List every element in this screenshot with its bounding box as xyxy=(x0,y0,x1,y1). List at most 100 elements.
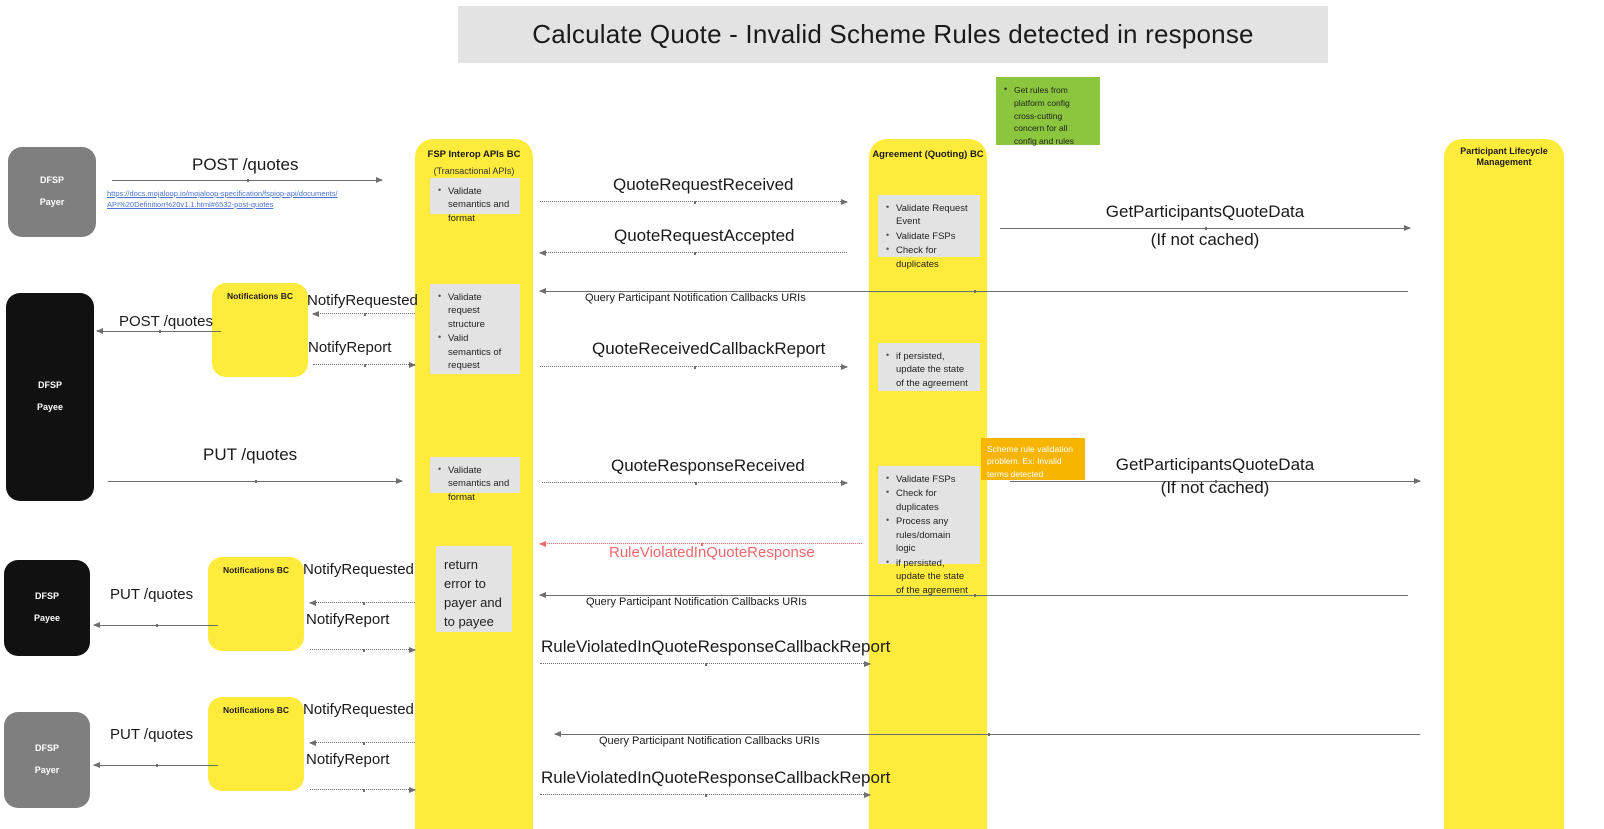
arrowhead-right-icon xyxy=(409,786,416,793)
note-validate-semantics-2: Validate semantics and format xyxy=(430,457,520,503)
arrow-notify-requested-2 xyxy=(309,599,415,606)
arrow-mid-dot xyxy=(701,542,703,546)
arrowhead-right-icon xyxy=(864,791,871,798)
msg-quote-received-callback-report-label: QuoteReceivedCallbackReport xyxy=(592,339,826,358)
arrow-mid-dot xyxy=(364,312,366,316)
arrow-put-quotes-2 xyxy=(93,621,218,628)
arrowhead-right-icon xyxy=(841,479,848,486)
arrowhead-left-icon xyxy=(309,739,316,746)
notifications-bc-title: Notifications BC xyxy=(222,565,290,575)
note-item: Validate semantics and format xyxy=(438,463,512,504)
arrowhead-left-icon xyxy=(539,287,546,294)
arrow-notify-report-3 xyxy=(310,786,416,793)
arrow-rule-violated-callback-report-1 xyxy=(540,660,871,667)
lifeline-title: FSP Interop APIs BC xyxy=(427,149,521,160)
arrowhead-left-icon xyxy=(309,599,316,606)
arrow-mid-dot xyxy=(974,289,976,293)
actor-dfsp-payer-top: DFSP Payer xyxy=(8,147,96,237)
msg-put-quotes-1-label: PUT /quotes xyxy=(203,445,298,464)
msg-quote-request-accepted-label: QuoteRequestAccepted xyxy=(614,226,795,245)
note-validate-request-structure: Validate request structure Valid semanti… xyxy=(430,284,520,374)
arrowhead-left-icon xyxy=(539,249,546,256)
arrowhead-left-icon xyxy=(312,310,319,317)
arrow-rule-violated-in-quote-response xyxy=(539,540,862,547)
arrowhead-left-icon xyxy=(93,621,100,628)
lifeline-participant-lifecycle-management: Participant Lifecycle Management xyxy=(1444,139,1564,829)
arrowhead-left-icon xyxy=(96,327,103,334)
note-item: return error to payer and to payee xyxy=(444,557,502,629)
arrow-quote-received-callback-report xyxy=(540,363,848,370)
note-item: Get rules from platform config cross-cut… xyxy=(1004,83,1092,148)
notifications-bc-title: Notifications BC xyxy=(226,291,294,301)
arrow-post-quotes-1 xyxy=(112,176,383,183)
arrow-quote-response-received xyxy=(542,479,848,486)
msg-notify-report-3-label: NotifyReport xyxy=(306,751,390,768)
arrow-mid-dot xyxy=(693,365,696,369)
note-item: Scheme rule validation problem. Ex: Inva… xyxy=(987,444,1073,479)
msg-get-participants-quote-data-2-sub: (If not cached) xyxy=(1160,478,1270,497)
arrow-mid-dot xyxy=(694,481,697,485)
msg-rule-violated-callback-report-1-label: RuleViolatedInQuoteResponseCallbackRepor… xyxy=(541,637,891,656)
arrowhead-right-icon xyxy=(864,660,871,667)
actor-dfsp-payee-middle: DFSP Payee xyxy=(6,293,94,501)
msg-notify-report-1-label: NotifyReport xyxy=(308,339,392,356)
arrow-mid-dot xyxy=(705,793,707,797)
note-item: Check for duplicates xyxy=(886,243,972,271)
arrowhead-left-icon xyxy=(554,730,561,737)
arrow-mid-dot xyxy=(362,788,365,792)
actor-line-1: DFSP xyxy=(37,380,62,391)
note-item: Check for duplicates xyxy=(886,486,972,514)
arrow-notify-requested-1 xyxy=(312,310,415,317)
msg-put-quotes-2-label: PUT /quotes xyxy=(110,586,194,603)
arrow-notify-requested-3 xyxy=(309,739,415,746)
arrow-rule-violated-callback-report-2 xyxy=(540,791,871,798)
arrow-query-participant-callbacks-2 xyxy=(539,591,1408,598)
note-if-persisted-1: if persisted, update the state of the ag… xyxy=(878,343,980,391)
fspiop-post-quotes-link[interactable]: https://docs.mojaloop.io/mojaloop-specif… xyxy=(107,189,338,209)
arrow-put-quotes-1 xyxy=(108,477,403,484)
arrowhead-right-icon xyxy=(409,361,416,368)
msg-query-participant-callbacks-2-label: Query Participant Notification Callbacks… xyxy=(586,596,807,608)
arrow-mid-dot xyxy=(156,623,158,627)
arrow-get-participants-quote-data-1 xyxy=(1000,224,1411,231)
note-item: Validate semantics and format xyxy=(438,184,512,225)
arrow-notify-report-1 xyxy=(313,361,416,368)
note-item: if persisted, update the state of the ag… xyxy=(886,349,972,390)
notifications-bc-box-3: Notifications BC xyxy=(208,697,304,791)
actor-line-1: DFSP xyxy=(34,591,59,602)
arrow-mid-dot xyxy=(693,251,696,255)
msg-notify-requested-2-label: NotifyRequested xyxy=(303,561,414,578)
arrow-mid-dot xyxy=(1215,479,1217,483)
arrowhead-left-icon xyxy=(539,540,546,547)
arrow-notify-report-2 xyxy=(310,646,416,653)
msg-rule-violated-callback-report-2-label: RuleViolatedInQuoteResponseCallbackRepor… xyxy=(541,768,891,787)
note-return-error: return error to payer and to payee xyxy=(436,546,512,632)
msg-rule-violated-in-quote-response-label: RuleViolatedInQuoteResponse xyxy=(609,544,815,561)
arrow-mid-dot xyxy=(1205,226,1207,230)
msg-quote-request-received-label: QuoteRequestReceived xyxy=(613,175,794,194)
arrow-get-participants-quote-data-2 xyxy=(1010,477,1421,484)
arrow-mid-dot xyxy=(705,662,707,666)
msg-notify-report-2-label: NotifyReport xyxy=(306,611,390,628)
msg-query-participant-callbacks-1-label: Query Participant Notification Callbacks… xyxy=(585,292,806,304)
arrowhead-right-icon xyxy=(376,176,383,183)
notifications-bc-box-2: Notifications BC xyxy=(208,557,304,651)
note-item: Validate request structure xyxy=(438,290,512,331)
actor-dfsp-payee-lower: DFSP Payee xyxy=(4,560,90,656)
arrowhead-right-icon xyxy=(409,646,416,653)
actor-line-2: Payee xyxy=(36,402,64,412)
arrow-mid-dot xyxy=(693,200,696,204)
note-item: Validate Request Event xyxy=(886,201,972,229)
arrow-mid-dot xyxy=(247,178,249,182)
note-item: Validate FSPs xyxy=(886,472,972,486)
msg-notify-requested-3-label: NotifyRequested xyxy=(303,701,414,718)
note-get-rules: Get rules from platform config cross-cut… xyxy=(996,77,1100,148)
arrow-query-participant-callbacks-1 xyxy=(539,287,1408,294)
arrowhead-left-icon xyxy=(539,591,546,598)
msg-quote-response-received-label: QuoteResponseReceived xyxy=(611,456,805,475)
note-validate-semantics-1: Validate semantics and format xyxy=(430,178,520,224)
actor-line-2: Payee xyxy=(33,613,61,623)
note-item: if persisted, update the state of the ag… xyxy=(886,556,972,597)
msg-get-participants-quote-data-2-label: GetParticipantsQuoteData xyxy=(1115,455,1315,474)
